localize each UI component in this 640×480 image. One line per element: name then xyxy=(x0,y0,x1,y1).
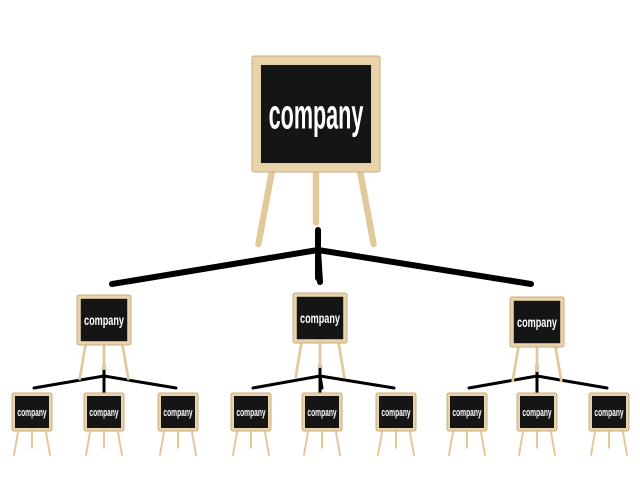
leaf-easel-2-1-board xyxy=(234,396,268,428)
leaf-easel-3-2-board xyxy=(520,396,554,428)
root-easel-label: company xyxy=(269,91,364,138)
mid-easel-1-board xyxy=(80,298,128,342)
connector-3-to-3 xyxy=(535,374,609,390)
mid-easel-2-label: company xyxy=(300,310,340,326)
connector-2-to-3 xyxy=(318,374,396,390)
leaf-easel-2-2-board xyxy=(305,396,339,428)
connector-1-to-3 xyxy=(102,374,178,390)
connector-2-to-2 xyxy=(318,374,324,390)
leaf-easel-1-2-board xyxy=(87,396,121,428)
mid-easel-1: company xyxy=(76,294,132,381)
root-easel: company xyxy=(251,55,381,248)
leaf-easel-3-1-label: company xyxy=(452,407,482,419)
leaf-easel-1-1-label: company xyxy=(17,407,47,419)
leaf-easel-2-1-label: company xyxy=(236,407,266,419)
leaf-easel-3-2-label: company xyxy=(522,407,552,419)
leaf-easel-2-3: company xyxy=(375,392,417,456)
leaf-easel-3-2: company xyxy=(516,392,558,456)
leaf-easel-2-1: company xyxy=(230,392,272,456)
mid-easel-2: company xyxy=(292,292,348,379)
mid-easel-3-board xyxy=(513,300,561,344)
mid-easel-3-label: company xyxy=(517,314,557,330)
mid-easel-1-label: company xyxy=(84,312,124,328)
leaf-easel-3-3: company xyxy=(588,392,630,456)
leaf-easel-1-2: company xyxy=(83,392,125,456)
root-easel-board xyxy=(260,64,372,164)
connector-1-to-1 xyxy=(32,374,106,390)
leaf-easel-1-2-label: company xyxy=(89,407,119,419)
leaf-easel-3-1-board xyxy=(450,396,484,428)
leaf-easel-1-3: company xyxy=(157,392,199,456)
leaf-easel-3-3-label: company xyxy=(594,407,624,419)
connector-2-to-1 xyxy=(251,374,322,390)
leaf-easel-3-3-board xyxy=(592,396,626,428)
leaf-easel-2-3-label: company xyxy=(381,407,411,419)
connector-3-to-1 xyxy=(467,374,539,390)
leaf-easel-3-1: company xyxy=(446,392,488,456)
leaf-easel-2-2-label: company xyxy=(307,407,337,419)
mid-easel-3: company xyxy=(509,296,565,383)
connector-root-to-2 xyxy=(315,247,323,285)
connector-root-to-1 xyxy=(109,247,321,287)
mid-easel-2-board xyxy=(296,296,344,340)
leaf-easel-1-3-label: company xyxy=(163,407,193,419)
connector-root-to-3 xyxy=(315,247,534,287)
leaf-easel-1-1-board xyxy=(15,396,49,428)
leaf-easel-2-3-board xyxy=(379,396,413,428)
leaf-easel-1-3-board xyxy=(161,396,195,428)
leaf-easel-2-2: company xyxy=(301,392,343,456)
leaf-easel-1-1: company xyxy=(11,392,53,456)
